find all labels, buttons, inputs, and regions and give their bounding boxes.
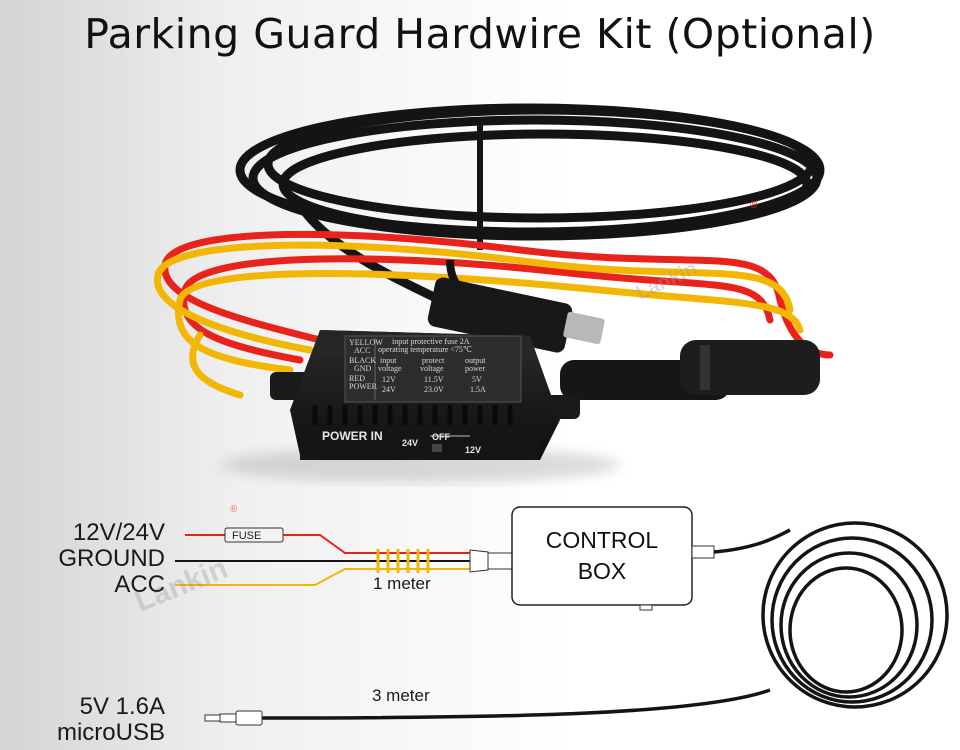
module-wire-label: BLACK [349,356,376,365]
module-col-header: voltage [420,364,444,373]
input-label-acc: ACC [114,571,165,598]
module-wire-label: GND [354,364,372,373]
module-switch-12v: 12V [465,445,481,455]
module-cell: 5V [472,375,482,384]
module-cell: 12V [382,375,396,384]
module-power-in: POWER IN [322,429,383,443]
module-col-header: protect [422,356,445,365]
registered-mark: ® [750,200,758,211]
module-cell: 1.5A [470,385,486,394]
output-spec-power: 5V 1.6A [79,693,165,720]
module-cell: 11.5V [424,375,444,384]
module-cell: 24V [382,385,396,394]
module-fuse-note: input protective fuse 2A [392,337,470,346]
wiring-diagram [175,506,949,726]
page-title: Parking Guard Hardwire Kit (Optional) [84,10,876,58]
input-label-power: 12V/24V [72,519,165,546]
control-box-line: CONTROL [545,527,659,553]
microusb-symbol [235,710,263,726]
module-col-header: power [465,364,485,373]
output-spec-connector: microUSB [56,719,165,746]
control-box-line: BOX [577,558,627,584]
module-wire-label: RED [349,374,365,383]
module-col-header: input [380,356,397,365]
module-switch-off: OFF [432,432,450,442]
red-wire-loop [161,230,834,364]
black-cable-coil [235,103,825,305]
fuse-label: FUSE [232,530,261,542]
diagram-registered-mark: ® [230,504,238,515]
module-col-header: output [465,356,486,365]
module-wire-label: ACC [354,346,370,355]
module-temp-note: operating temperature <75℃ [378,345,472,354]
module-cell: 23.0V [424,385,444,394]
module-wire-label: POWER [349,382,378,391]
module-col-header: voltage [378,364,402,373]
microusb-plug [427,277,605,353]
module-wire-label: YELLOW [349,338,383,347]
module-switch-24v: 24V [402,438,418,448]
fuse-holder [560,340,820,400]
yellow-wire-loop [154,241,804,399]
converter-module [270,330,580,460]
input-label-ground: GROUND [58,545,165,572]
control-box-label: CONTROL BOX [512,507,692,605]
output-cable-length: 3 meter [372,686,430,705]
input-cable-length: 1 meter [373,574,431,593]
